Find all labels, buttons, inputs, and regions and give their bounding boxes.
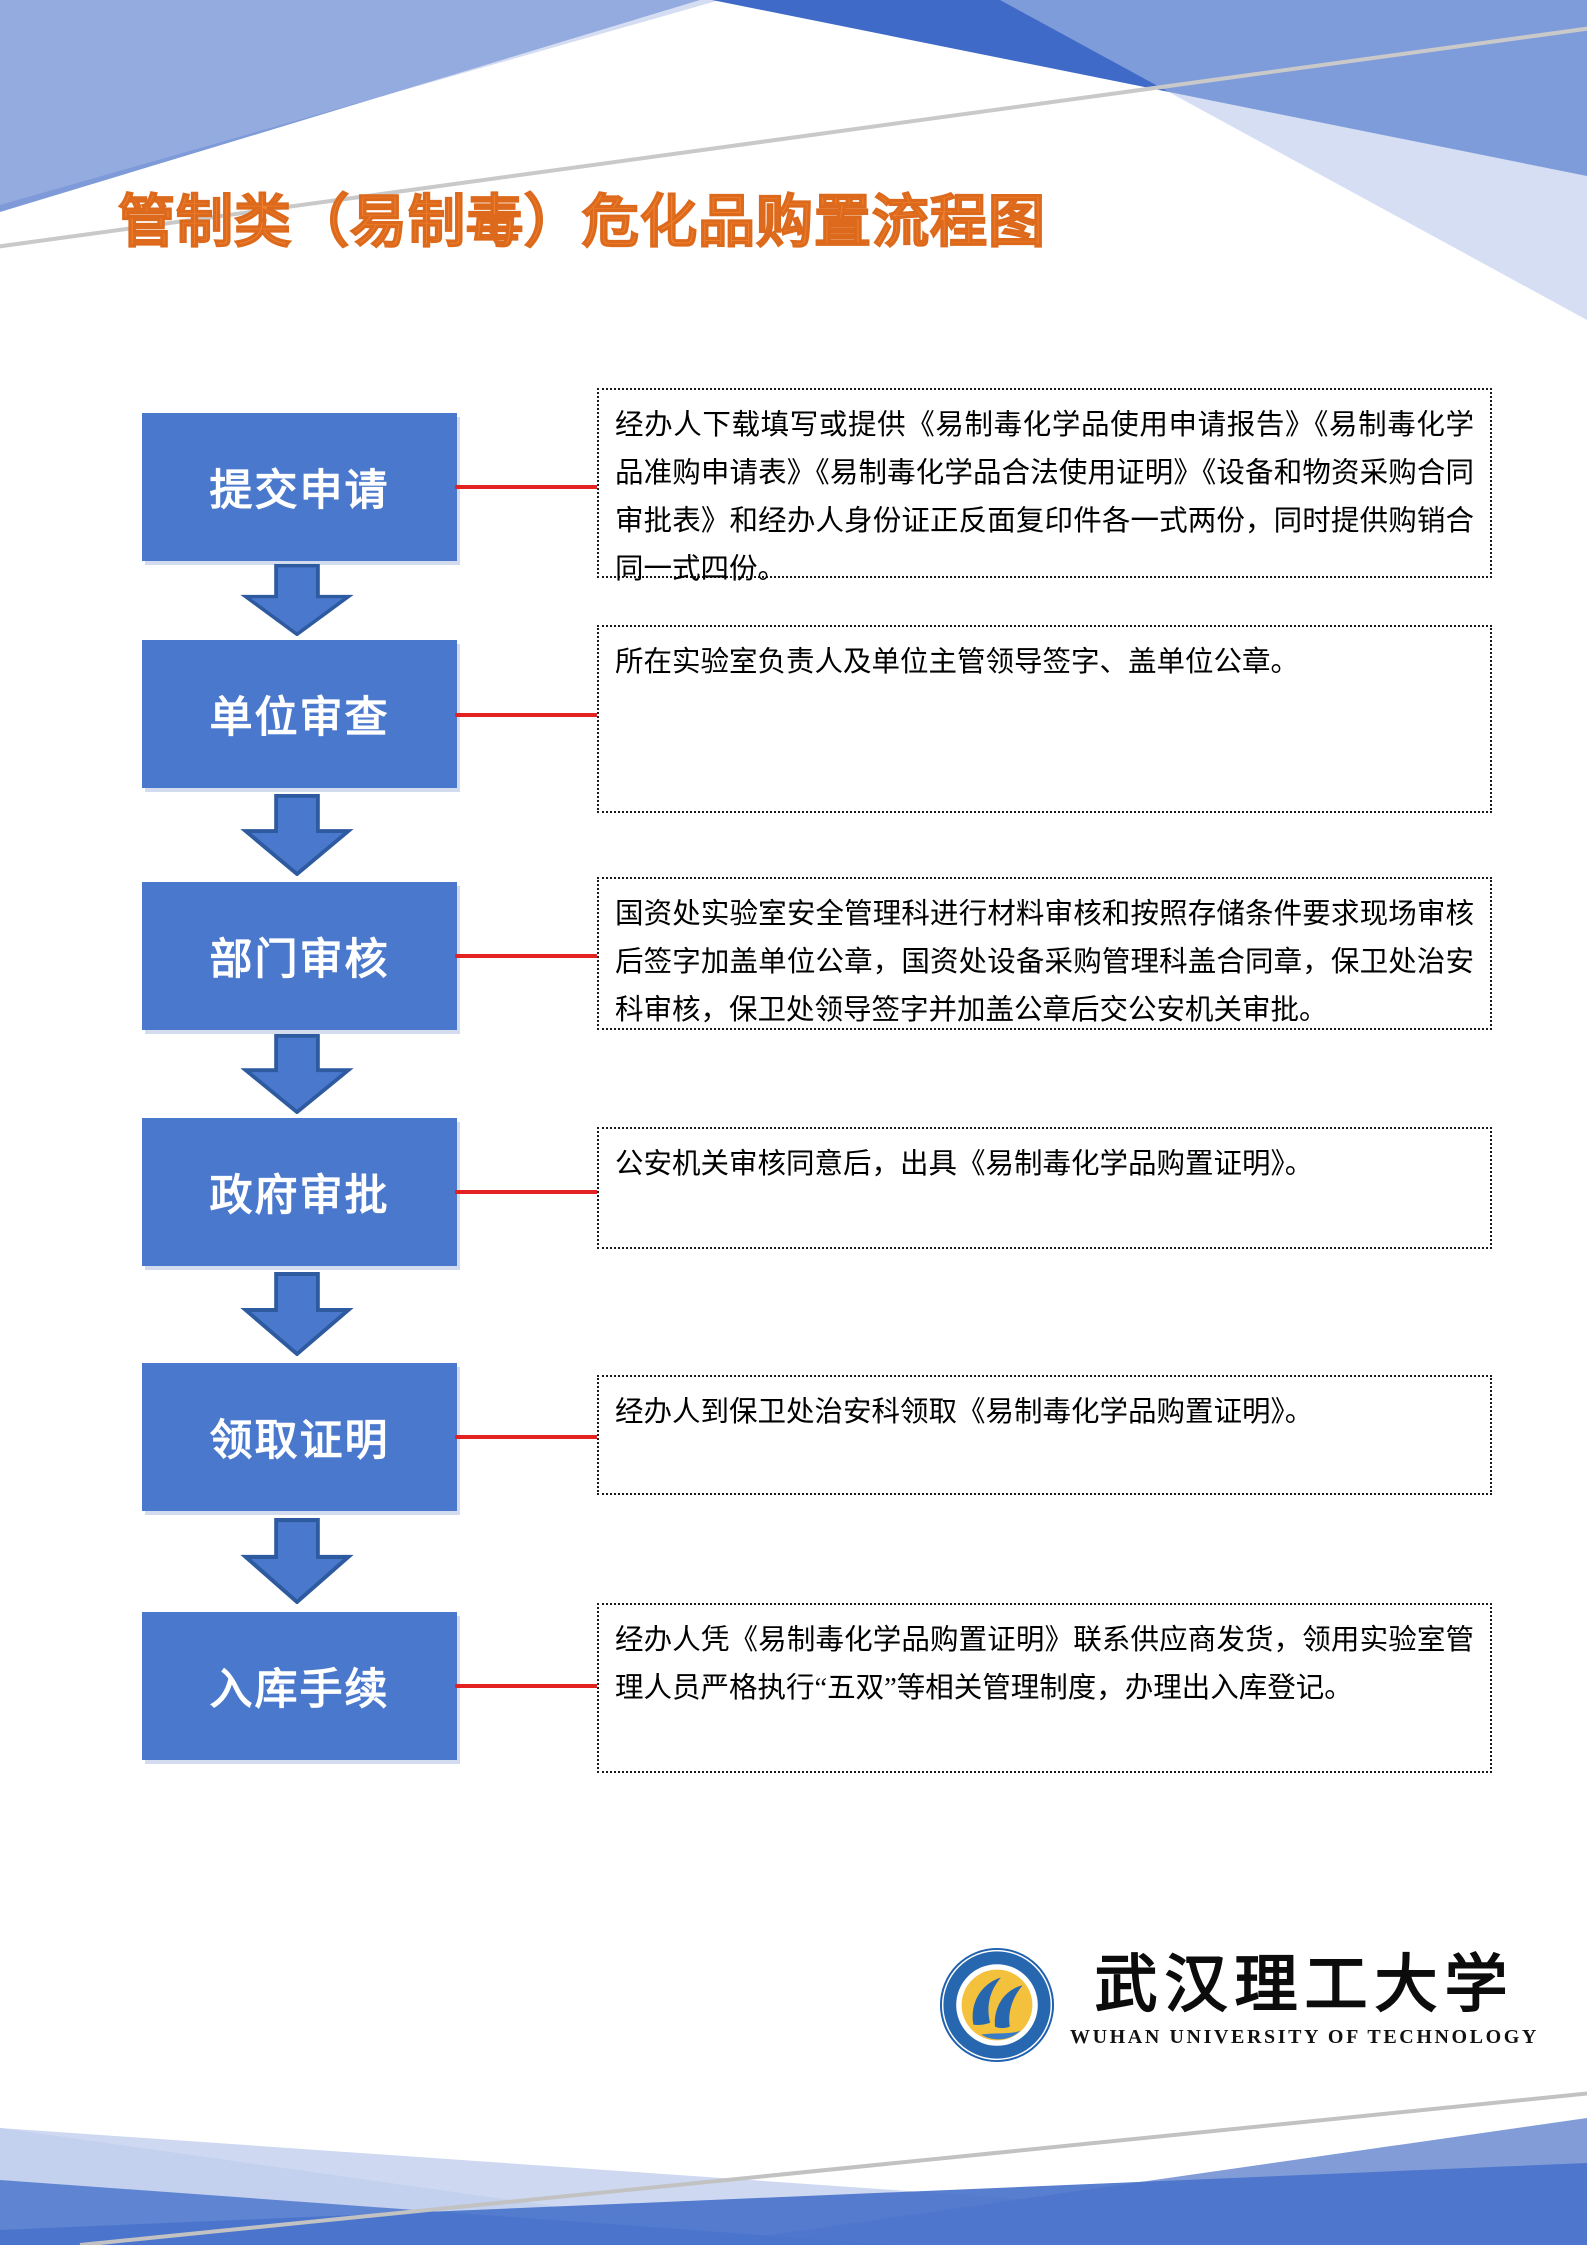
university-name-chinese: 武汉理工大学 bbox=[1094, 1950, 1515, 2020]
step-box-submit-application: 提交申请 bbox=[142, 413, 457, 561]
connector-line-2 bbox=[455, 713, 601, 717]
university-name-english: WUHAN UNIVERSITY OF TECHNOLOGY bbox=[1070, 2026, 1539, 2048]
down-arrow-icon bbox=[240, 1272, 354, 1356]
step-label: 政府审批 bbox=[209, 1172, 390, 1220]
page-title: 管制类（易制毒）危化品购置流程图 bbox=[117, 189, 1046, 255]
step-label: 入库手续 bbox=[209, 1666, 390, 1714]
desc-box-3: 国资处实验室安全管理科进行材料审核和按照存储条件要求现场审核后签字加盖单位公章，… bbox=[597, 877, 1492, 1030]
decor-bottom-dark-strip bbox=[0, 2163, 1587, 2245]
desc-text: 经办人下载填写或提供《易制毒化学品使用申请报告》《易制毒化学品准购申请表》《易制… bbox=[615, 410, 1474, 585]
step-box-department-review: 部门审核 bbox=[142, 882, 457, 1030]
connector-line-5 bbox=[455, 1435, 601, 1439]
desc-box-6: 经办人凭《易制毒化学品购置证明》联系供应商发货，领用实验室管理人员严格执行“五双… bbox=[597, 1603, 1492, 1773]
desc-text: 经办人凭《易制毒化学品购置证明》联系供应商发货，领用实验室管理人员严格执行“五双… bbox=[615, 1625, 1474, 1704]
desc-box-2: 所在实验室负责人及单位主管领导签字、盖单位公章。 bbox=[597, 625, 1492, 813]
connector-line-1 bbox=[455, 485, 601, 489]
step-label: 部门审核 bbox=[209, 936, 390, 984]
step-label: 提交申请 bbox=[209, 467, 390, 515]
decor-bottom-light-band bbox=[0, 2128, 1587, 2245]
down-arrow-icon bbox=[240, 1518, 354, 1604]
university-logo: 武汉理工大学 WUHAN UNIVERSITY OF TECHNOLOGY bbox=[938, 1946, 1536, 2076]
decor-top-right-dark-triangle bbox=[712, 0, 1587, 176]
desc-text: 所在实验室负责人及单位主管领导签字、盖单位公章。 bbox=[615, 647, 1300, 678]
decor-top-right-light-triangle bbox=[1000, 0, 1587, 320]
desc-box-5: 经办人到保卫处治安科领取《易制毒化学品购置证明》。 bbox=[597, 1375, 1492, 1495]
connector-line-3 bbox=[455, 954, 601, 958]
step-box-government-approval: 政府审批 bbox=[142, 1118, 457, 1266]
decor-bottom-gray-line bbox=[79, 2091, 1587, 2245]
down-arrow-icon bbox=[240, 564, 354, 636]
decor-bottom-right-medium-triangle bbox=[700, 2118, 1587, 2245]
desc-text: 公安机关审核同意后，出具《易制毒化学品购置证明》。 bbox=[615, 1149, 1314, 1180]
down-arrow-icon bbox=[240, 794, 354, 876]
step-box-collect-certificate: 领取证明 bbox=[142, 1363, 457, 1511]
step-box-unit-review: 单位审查 bbox=[142, 640, 457, 788]
desc-box-4: 公安机关审核同意后，出具《易制毒化学品购置证明》。 bbox=[597, 1127, 1492, 1249]
step-label: 单位审查 bbox=[209, 694, 390, 742]
decor-bottom-left-light-triangle bbox=[0, 2128, 830, 2245]
decor-top-left-light-triangle bbox=[0, 0, 720, 205]
desc-text: 经办人到保卫处治安科领取《易制毒化学品购置证明》。 bbox=[615, 1397, 1314, 1428]
connector-line-4 bbox=[455, 1190, 601, 1194]
university-logo-text: 武汉理工大学 WUHAN UNIVERSITY OF TECHNOLOGY bbox=[1070, 1946, 1539, 2049]
step-box-warehouse-procedures: 入库手续 bbox=[142, 1612, 457, 1760]
step-label: 领取证明 bbox=[209, 1417, 390, 1465]
connector-line-6 bbox=[455, 1684, 601, 1688]
university-emblem-icon bbox=[939, 1947, 1055, 2063]
down-arrow-icon bbox=[240, 1034, 354, 1114]
decor-bottom-left-dark-triangle bbox=[0, 2180, 900, 2245]
desc-box-1: 经办人下载填写或提供《易制毒化学品使用申请报告》《易制毒化学品准购申请表》《易制… bbox=[597, 388, 1492, 585]
desc-text: 国资处实验室安全管理科进行材料审核和按照存储条件要求现场审核后签字加盖单位公章，… bbox=[615, 899, 1474, 1026]
